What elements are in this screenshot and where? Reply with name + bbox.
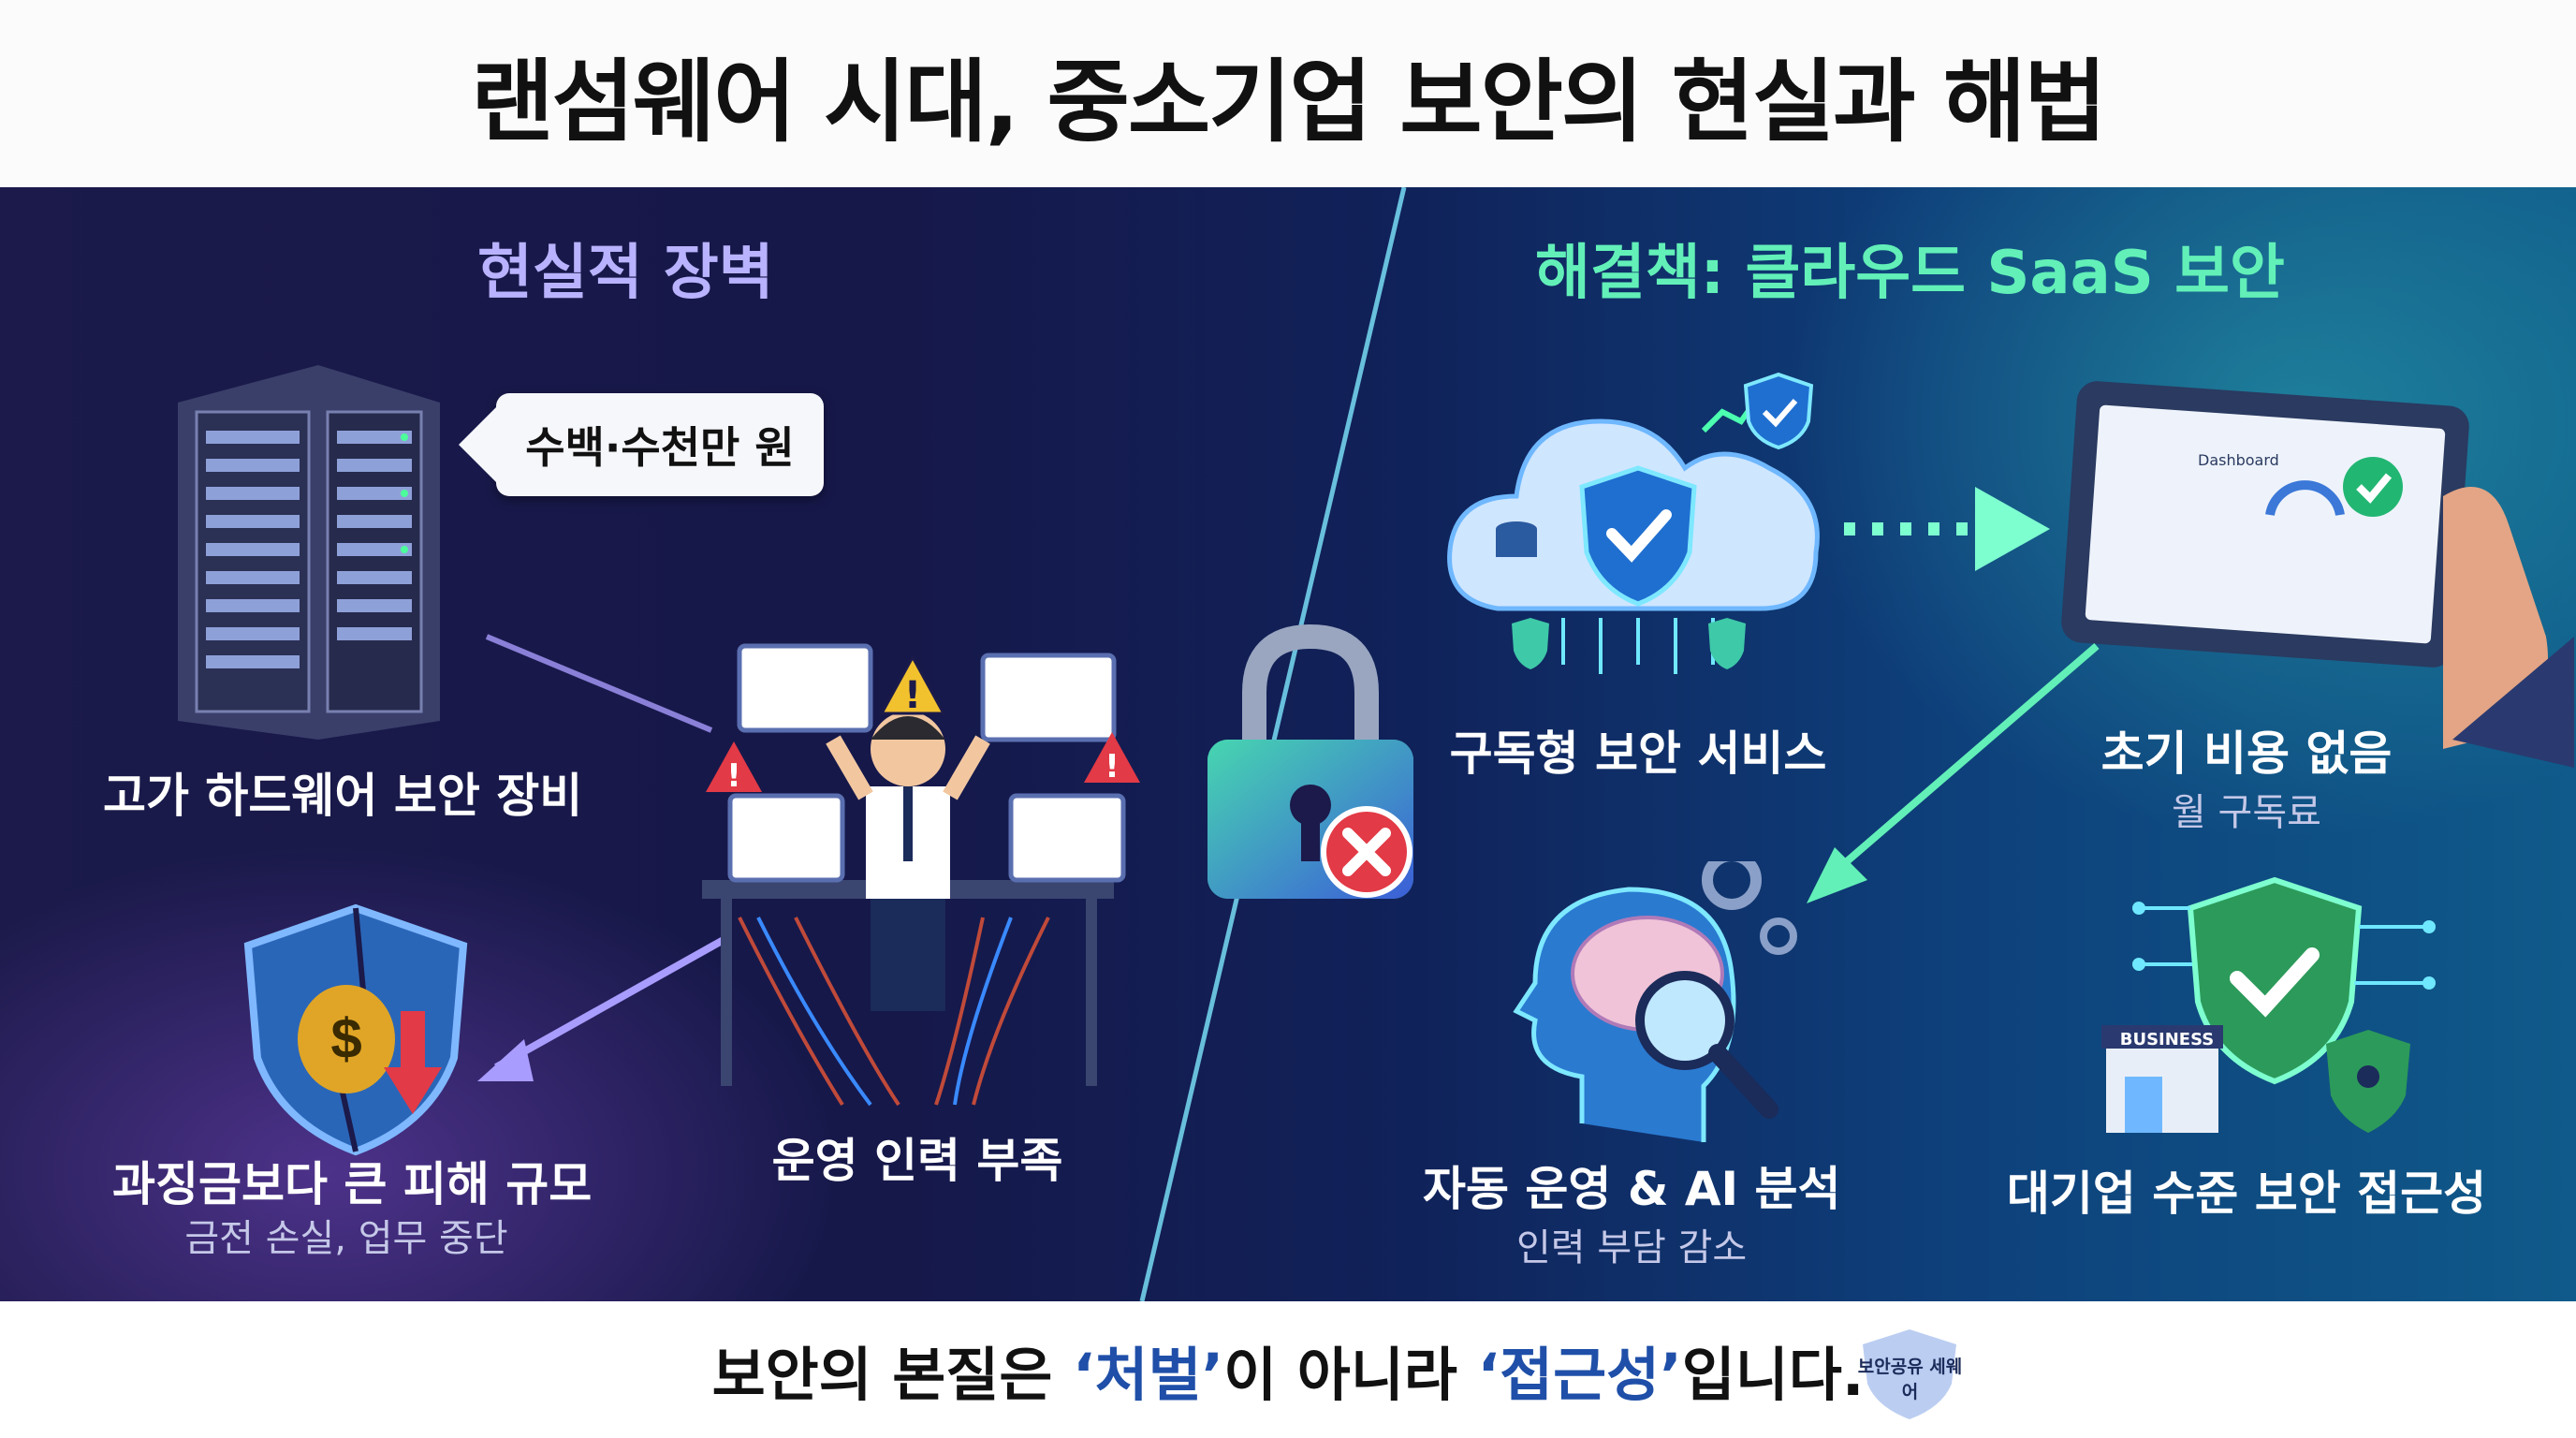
- dashboard-title: Dashboard: [2198, 451, 2279, 469]
- money-shield-icon: $: [243, 903, 468, 1156]
- warning-icon: !: [880, 655, 945, 715]
- arrow-connector: [485, 634, 713, 733]
- enterprise-shield-icon: [2101, 876, 2436, 1133]
- footer-highlight-punishment: ‘처벌’: [1072, 1341, 1224, 1409]
- footer-statement: 보안의 본질은 ‘처벌’이 아니라 ‘접근성’입니다.: [712, 1328, 1865, 1412]
- staff-label: 운영 인력 부족: [771, 1134, 1063, 1188]
- svg-text:!: !: [904, 674, 921, 715]
- arrow-to-ai: [1807, 642, 2100, 903]
- svg-text:!: !: [726, 757, 741, 794]
- right-heading: 해결책: 클라우드 SaaS 보안: [1535, 239, 2285, 308]
- price-tag: 수백·수천만 원: [459, 393, 824, 496]
- hardware-label: 고가 하드웨어 보안 장비: [103, 769, 583, 823]
- cost-sublabel: 월 구독료: [2172, 791, 2321, 834]
- footer-text-after: 입니다.: [1681, 1341, 1865, 1409]
- server-rack-icon: [178, 365, 440, 740]
- ai-brain-icon: [1513, 861, 1797, 1142]
- infographic-panel: 현실적 장벽 해결책: 클라우드 SaaS 보안 수백·수천만 원 고가 하드웨…: [0, 187, 2576, 1301]
- shield-badge-icon: [1863, 1329, 1956, 1419]
- close-icon: [1321, 806, 1412, 898]
- tablet-dashboard-icon: [2061, 381, 2574, 768]
- main-title: 랜섬웨어 시대, 중소기업 보안의 현실과 해법: [471, 49, 2106, 154]
- badge-label: 보안공유 세웨어: [1857, 1357, 1963, 1402]
- footer-bar: 보안의 본질은 ‘처벌’이 아니라 ‘접근성’입니다.: [0, 1301, 2576, 1438]
- damage-label: 과징금보다 큰 피해 규모: [112, 1157, 593, 1211]
- enterprise-label: 대기업 수준 보안 접근성: [2006, 1167, 2487, 1221]
- cost-label: 초기 비용 없음: [2100, 726, 2393, 781]
- stressed-worker-icon: [702, 643, 1126, 1107]
- warning-icon-red-right: !: [1084, 732, 1140, 785]
- subscription-label: 구독형 보안 서비스: [1449, 726, 1827, 781]
- left-heading: 현실적 장벽: [477, 239, 774, 308]
- damage-sublabel: 금전 손실, 업무 중단: [184, 1217, 508, 1260]
- arrow-to-tablet: [1844, 487, 2050, 571]
- svg-text:$: $: [330, 1007, 361, 1070]
- business-sign: BUSINESS: [2119, 1030, 2215, 1049]
- ai-label: 자동 운영 & AI 분석: [1423, 1162, 1841, 1216]
- title-bar: 랜섬웨어 시대, 중소기업 보안의 현실과 해법: [0, 0, 2576, 187]
- ai-sublabel: 인력 부담 감소: [1516, 1226, 1748, 1269]
- svg-text:!: !: [1105, 748, 1120, 785]
- arrow-to-damage: [477, 932, 732, 1081]
- warning-icon-red-left: !: [706, 741, 762, 794]
- footer-text-before: 보안의 본질은: [711, 1341, 1073, 1409]
- cloud-security-icon: [1447, 372, 1820, 674]
- footer-text-mid: 이 아니라: [1223, 1341, 1478, 1409]
- footer-highlight-accessibility: ‘접근성’: [1477, 1341, 1682, 1409]
